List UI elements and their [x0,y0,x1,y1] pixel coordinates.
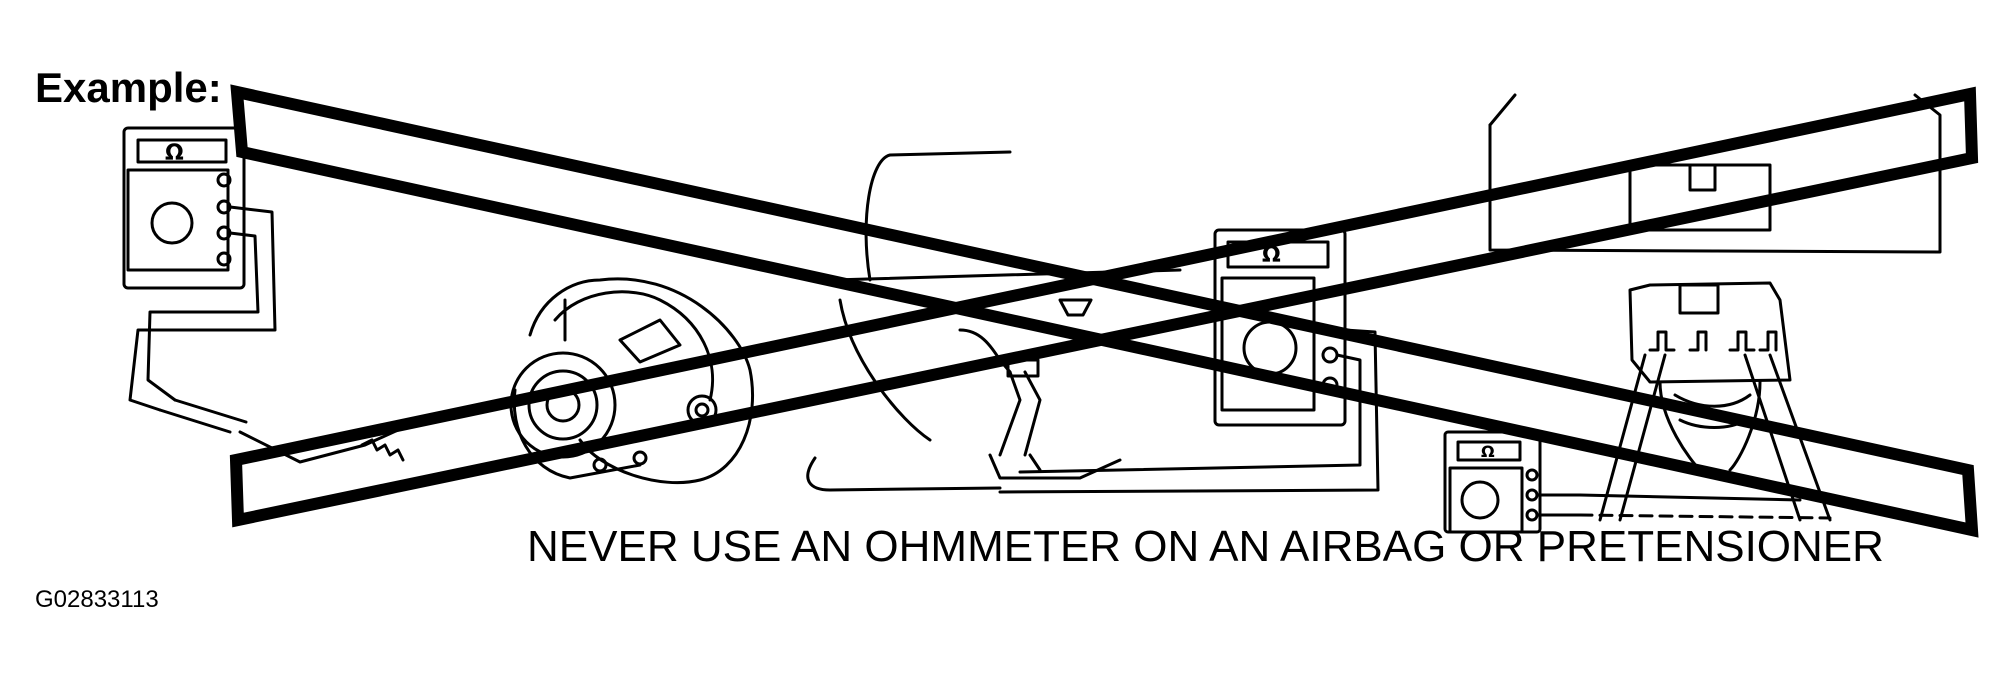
example-label: Example: [35,64,222,111]
ohm-symbol: Ω [1481,442,1495,461]
seat-belt-pretensioner-icon [1488,93,1942,522]
ohmmeter-icon [998,228,1380,494]
warning-caption: NEVER USE AN OHMMETER ON AN AIRBAG OR PR… [527,522,1884,571]
figure-code: G02833113 [35,586,159,613]
ohmmeter-icon [1443,430,1832,534]
prohibition-cross-icon [229,84,1979,538]
ohm-symbol: Ω [1262,243,1281,268]
ohm-symbol: Ω [165,141,184,166]
